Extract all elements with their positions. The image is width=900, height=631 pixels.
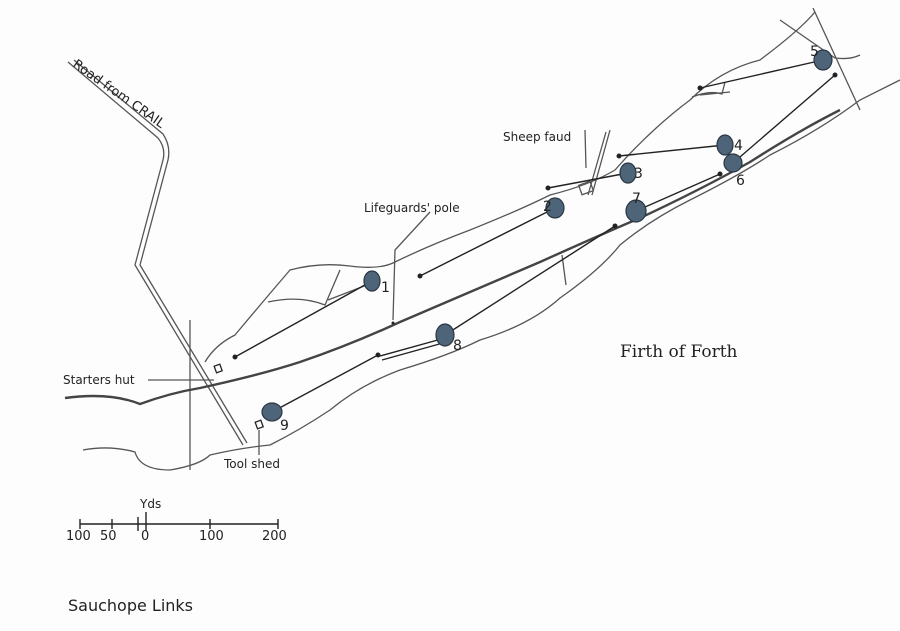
- svg-text:4: 4: [734, 138, 743, 154]
- green-2: [545, 197, 565, 219]
- starters-hut: [213, 363, 224, 374]
- svg-text:7: 7: [632, 191, 641, 207]
- tool-shed: [254, 419, 265, 430]
- shoreline: [82, 79, 900, 471]
- hole-lines: [232, 59, 838, 413]
- road: [67, 59, 248, 446]
- svg-text:50: 50: [100, 529, 117, 544]
- hole-numbers: 1 2 3 4 5 6 7 8 9: [280, 44, 819, 434]
- svg-text:200: 200: [262, 529, 287, 544]
- sheep-faud-label: Sheep faud: [503, 130, 571, 144]
- course-edge-upper: [204, 11, 816, 363]
- scale-bar: Yds 100 50 0 100 200: [66, 497, 287, 544]
- green-1: [363, 270, 381, 292]
- road-label: Road from CRAIL: [70, 57, 168, 132]
- green-3: [619, 162, 637, 184]
- green-5: [813, 49, 833, 71]
- svg-text:3: 3: [634, 166, 643, 182]
- greens: [261, 49, 833, 422]
- map-title: Sauchope Links: [68, 596, 193, 615]
- dune-line: [64, 108, 841, 406]
- green-8: [435, 323, 455, 347]
- svg-text:1: 1: [381, 280, 390, 296]
- svg-text:0: 0: [141, 529, 149, 544]
- svg-text:6: 6: [736, 173, 745, 189]
- north-edge: [779, 7, 861, 111]
- svg-text:Yds: Yds: [139, 497, 161, 511]
- lifeguards-label: Lifeguards' pole: [364, 201, 460, 215]
- sheep-faud: [577, 129, 611, 196]
- svg-text:9: 9: [280, 418, 289, 434]
- green-6: [723, 153, 743, 173]
- svg-text:2: 2: [543, 199, 552, 215]
- svg-text:100: 100: [66, 529, 91, 544]
- starters-hut-label: Starters hut: [63, 373, 135, 387]
- lifeguards-pole: [392, 211, 431, 321]
- svg-text:5: 5: [810, 44, 819, 60]
- green-7: [625, 199, 647, 223]
- svg-text:8: 8: [453, 338, 462, 354]
- green-4: [716, 134, 734, 156]
- green-9: [261, 402, 283, 422]
- svg-text:100: 100: [199, 529, 224, 544]
- inlet: [691, 81, 731, 98]
- rough-lines: [267, 269, 373, 306]
- firth-label: Firth of Forth: [620, 342, 738, 362]
- tool-shed-label: Tool shed: [223, 457, 280, 471]
